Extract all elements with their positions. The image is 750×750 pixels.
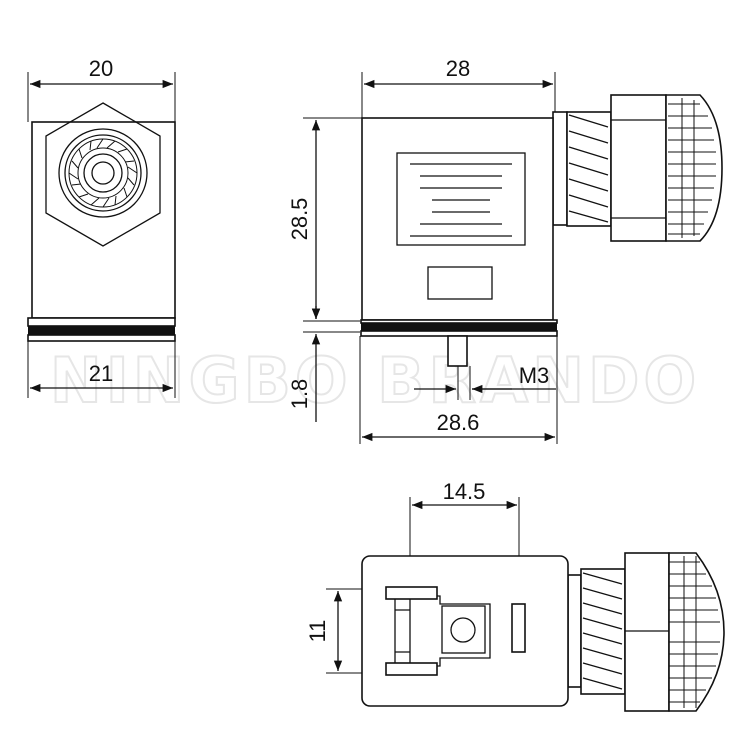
label-window	[396, 152, 526, 246]
pin-pitch-label: 11	[305, 620, 330, 643]
side-cable-gland	[552, 94, 723, 242]
side-height-label: 28.5	[287, 198, 312, 241]
bottom-body	[361, 555, 569, 707]
side-width-top-label: 28	[446, 56, 470, 81]
m3-screw	[447, 335, 468, 367]
cable-bore	[91, 161, 115, 185]
bottom-cable-gland	[567, 552, 725, 712]
pin-spacing-label: 14.5	[443, 479, 486, 504]
screw-size-label: M3	[519, 363, 550, 388]
front-gasket	[28, 326, 175, 335]
front-width-bottom-label: 21	[89, 361, 113, 386]
side-body	[361, 117, 554, 321]
led-window	[427, 266, 493, 300]
front-width-top-label: 20	[89, 56, 113, 81]
gasket-thickness-label: 1.8	[287, 379, 312, 410]
ground-pin	[511, 603, 526, 653]
terminal-pin-2	[385, 662, 438, 676]
hex-nut	[45, 102, 161, 247]
front-view: 20 21	[27, 56, 176, 398]
screw-hole	[450, 617, 476, 643]
bottom-view: 14.5 11	[305, 479, 725, 712]
side-gasket	[361, 323, 557, 331]
terminal-pin-1	[385, 586, 438, 600]
screw-housing	[441, 605, 486, 654]
side-width-bottom-label: 28.6	[437, 410, 480, 435]
front-body	[31, 121, 176, 319]
cable-gland-grip-ring	[68, 138, 138, 208]
watermark-text: NINGBO BRANDO	[50, 344, 700, 417]
side-view: 28 28.5 1.8	[287, 56, 723, 444]
